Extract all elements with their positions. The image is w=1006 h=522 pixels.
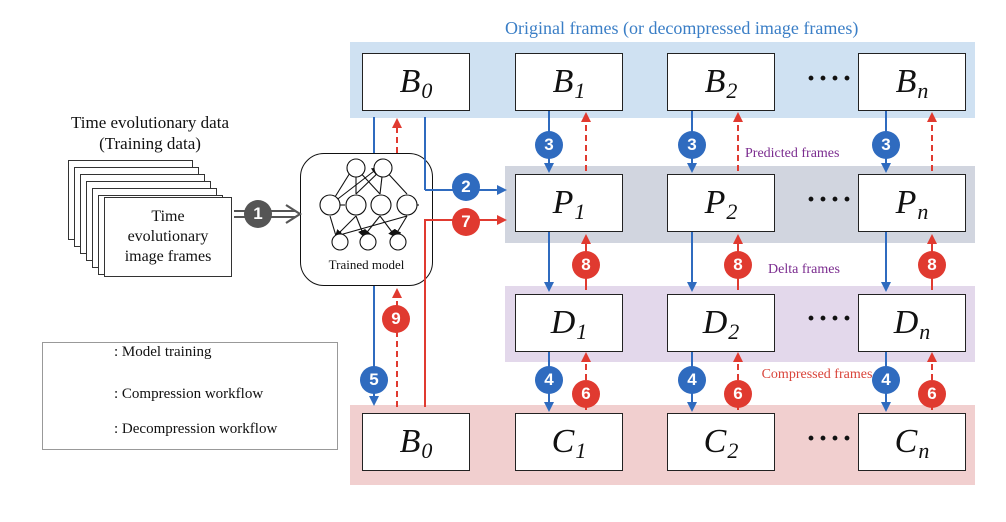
ellipsis: ····: [806, 302, 855, 335]
step-3-badge: 3: [872, 131, 900, 159]
step-8-badge: 8: [918, 251, 946, 279]
delta-frames-label: Delta frames: [768, 262, 840, 277]
step-3-badge: 3: [678, 131, 706, 159]
ellipsis: ····: [806, 62, 855, 95]
step-6-badge: 6: [918, 380, 946, 408]
trained-model-box: [300, 153, 433, 286]
predicted-frames-label: Predicted frames: [745, 146, 840, 161]
step-7-badge: 7: [452, 208, 480, 236]
training-frames-line1: Time: [151, 208, 185, 225]
step-2-badge: 2: [452, 173, 480, 201]
step-1-badge: 1: [244, 200, 272, 228]
step-8-badge: 8: [572, 251, 600, 279]
training-frames-line2: evolutionary: [127, 228, 209, 245]
b0-to-p1-red-arrow: [424, 215, 507, 407]
step-8-badge: 8: [724, 251, 752, 279]
step-4-badge: 4: [872, 366, 900, 394]
compressed-frames-label: Compressed frames: [761, 367, 873, 382]
step-6-badge: 6: [572, 380, 600, 408]
step-3-badge: 3: [535, 131, 563, 159]
training-data-title: Time evolutionary data (Training data): [50, 112, 250, 154]
legend-model-training: : Model training: [114, 344, 212, 360]
step-5-badge: 5: [360, 366, 388, 394]
step-4-badge: 4: [535, 366, 563, 394]
step-6-badge: 6: [724, 380, 752, 408]
legend: [42, 342, 338, 450]
training-frames-line3: image frames: [124, 248, 212, 265]
step-4-badge: 4: [678, 366, 706, 394]
neural-network-icon: [319, 158, 419, 251]
ellipsis: ····: [806, 183, 855, 216]
training-title-line1: Time evolutionary data: [70, 113, 229, 132]
ellipsis: ····: [806, 422, 855, 455]
step-9-badge: 9: [382, 305, 410, 333]
legend-compression: : Compression workflow: [114, 386, 264, 402]
legend-decompression: : Decompression workflow: [114, 421, 278, 437]
training-frames-card: Time evolutionary image frames: [104, 197, 232, 277]
trained-model-label: Trained model: [328, 257, 405, 272]
training-title-line2: (Training data): [99, 134, 201, 153]
original-frames-label: Original frames (or decompressed image f…: [505, 18, 859, 38]
